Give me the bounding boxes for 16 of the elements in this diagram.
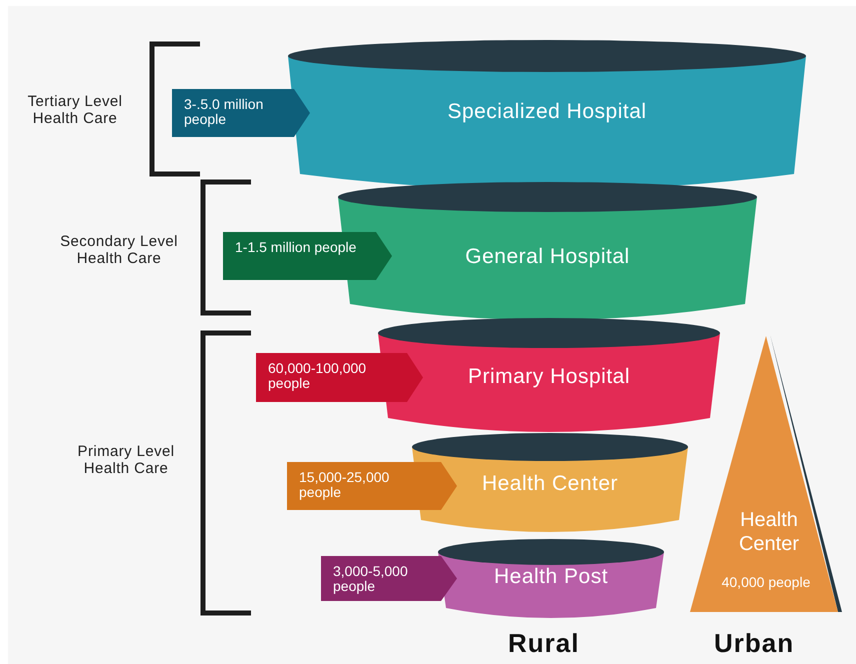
population-tag: 3,000-5,000 people [321, 556, 457, 601]
population-text: 40,000 people [720, 574, 812, 590]
population-tag: 3-.5.0 million people [172, 89, 310, 137]
facility-name: Specialized Hospital [446, 100, 648, 124]
area-label: Urban [714, 628, 794, 659]
facility-name: Primary Hospital [466, 365, 632, 389]
care-level-label: Secondary Level Health Care [59, 233, 179, 267]
facility-name: Health Center [480, 472, 620, 496]
population-tag: 60,000-100,000 people [256, 353, 423, 402]
area-label: Rural [508, 628, 580, 659]
population-tag: 1-1.5 million people [223, 232, 392, 280]
facility-name: Health Center [738, 508, 800, 556]
care-level-label: Primary Level Health Care [76, 443, 176, 477]
facility-name: Health Post [492, 565, 610, 589]
care-level-label: Tertiary Level Health Care [26, 93, 124, 127]
population-tag: 15,000-25,000 people [287, 462, 457, 510]
